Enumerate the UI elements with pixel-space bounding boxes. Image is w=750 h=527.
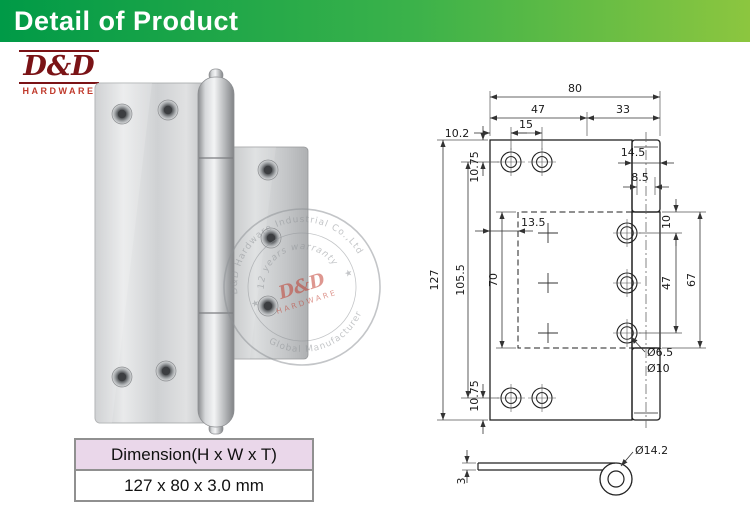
- dim-label-margin-bottom: 10.75: [468, 380, 481, 412]
- dimension-labels: 80 47 33 10.2 15 127 105.5 10.75 10.75 7…: [428, 82, 698, 412]
- hinge-large-leaf: [94, 82, 210, 424]
- dim-label-height-total: 127: [428, 270, 441, 291]
- dim-label-hole-pitch-right: 47: [660, 276, 673, 290]
- stamp-outer-ring: [223, 208, 381, 366]
- dim-label-hole-dia-outer: Ø10: [647, 362, 670, 375]
- screw-hole: [155, 360, 177, 382]
- dim-label-leaf-inset: 13.5: [521, 216, 546, 229]
- dimension-table-header: Dimension(H x W x T): [76, 440, 312, 471]
- dim-label-leaf-span: 67: [685, 273, 698, 287]
- hidden-leaf-dashed: [517, 211, 632, 349]
- screw-hole: [111, 103, 133, 125]
- drawing-screw-holes: [496, 147, 642, 413]
- dim-label-knuckle-width: 14.5: [621, 146, 646, 159]
- screw-hole: [257, 159, 279, 181]
- page-title: Detail of Product: [14, 5, 239, 36]
- dim-label-edge-to-hole: 10: [660, 215, 673, 229]
- screw-hole: [111, 366, 133, 388]
- header-banner: Detail of Product: [0, 0, 750, 42]
- dim-label-width-total: 80: [568, 82, 582, 95]
- dim-label-hole-pitch-top: 15: [519, 118, 533, 131]
- dim-label-pin-width: 8.5: [631, 171, 649, 184]
- stamp-manufacturer-arc: Global Manufacturer: [265, 307, 372, 367]
- dim-label-edge-offset: 10.2: [445, 127, 470, 140]
- dim-label-width-left: 47: [531, 103, 545, 116]
- dim-label-leaf-height: 70: [487, 273, 500, 287]
- hinge-photo: [94, 68, 309, 435]
- stamp-star-right: ★: [343, 268, 355, 280]
- dim-label-knuckle-dia: Ø14.2: [635, 444, 668, 457]
- hinge-barrel: [197, 68, 235, 435]
- screw-hole: [157, 99, 179, 121]
- cross-section-view: 3 Ø14.2: [455, 444, 668, 496]
- dim-label-hole-dia-inner: Ø6.5: [647, 346, 673, 359]
- brand-logo-subtext: HARDWARE: [22, 86, 96, 97]
- dim-label-hole-span-vertical: 105.5: [454, 264, 467, 296]
- dimension-table-value: 127 x 80 x 3.0 mm: [124, 476, 264, 495]
- dimension-table: Dimension(H x W x T) 127 x 80 x 3.0 mm: [74, 438, 314, 502]
- dimension-lines: [440, 94, 703, 434]
- technical-drawing: 80 47 33 10.2 15 127 105.5 10.75 10.75 7…: [428, 82, 706, 496]
- dim-label-width-right: 33: [616, 103, 630, 116]
- watermark-stamp: D&D Hardware Industrial Co.,Ltd Global M…: [215, 200, 381, 368]
- dim-label-margin-top: 10.75: [468, 151, 481, 183]
- hinge-small-leaf: [219, 146, 309, 360]
- stamp-inner-ring: [247, 232, 357, 342]
- brand-logo: D&D HARDWARE: [13, 50, 105, 96]
- brand-logo-text: D&D: [19, 50, 99, 85]
- dim-label-thickness: 3: [455, 478, 468, 485]
- stamp-star-left: ★: [250, 298, 262, 310]
